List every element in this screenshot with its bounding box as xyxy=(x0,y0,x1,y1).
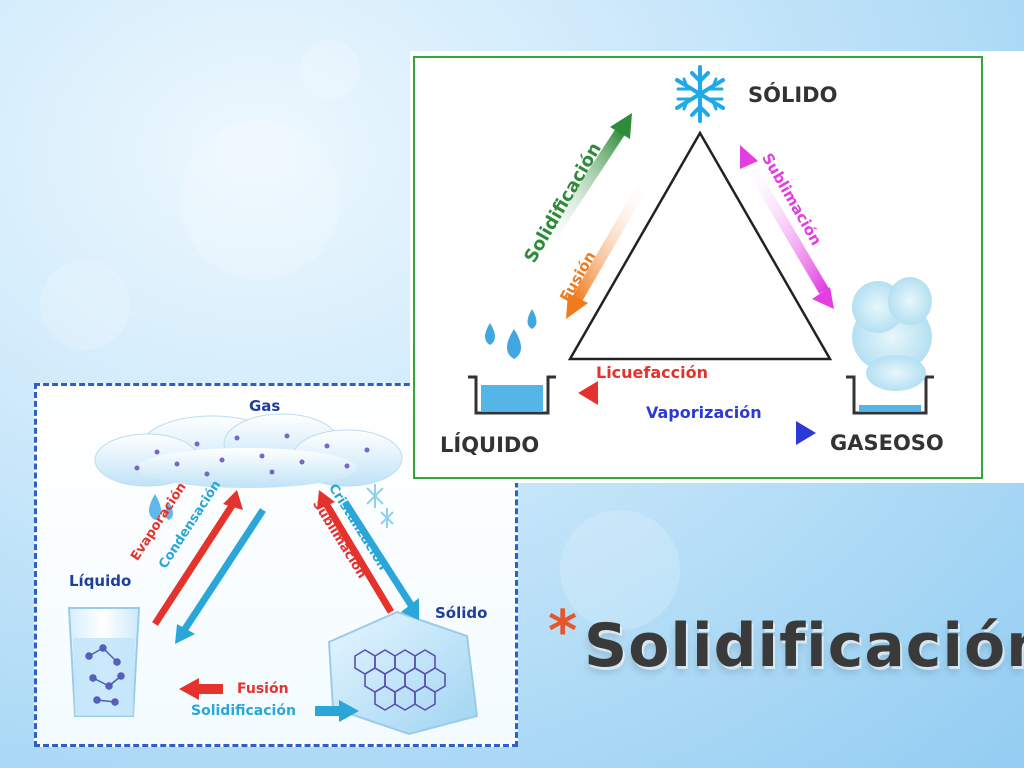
water-drops-icon xyxy=(149,494,173,520)
arrow-fusion xyxy=(566,174,653,319)
arrow-solidification xyxy=(315,700,359,722)
label-solid: SÓLIDO xyxy=(748,83,838,107)
container-icon xyxy=(468,375,556,415)
label-vaporization: Vaporización xyxy=(646,403,762,422)
steam-cloud-icon xyxy=(852,277,932,391)
label-solid: Sólido xyxy=(435,604,488,622)
label-gaseous: GASEOSO xyxy=(830,431,944,455)
title-text: Solidificación xyxy=(584,611,1024,681)
panel-a-illustration xyxy=(67,413,479,736)
label-liquefaction: Licuefacción xyxy=(596,363,708,382)
label-liquid: Líquido xyxy=(69,572,132,590)
arrow-liquefaction xyxy=(578,381,740,405)
arrow-fusion xyxy=(179,678,223,700)
arrow-solidification xyxy=(537,113,632,255)
panel-b-border xyxy=(413,56,983,479)
label-fusion: Fusión xyxy=(237,681,289,697)
title-bullet: * xyxy=(548,599,578,664)
arrow-vaporization xyxy=(646,421,816,445)
arrow-condensation xyxy=(175,508,266,644)
label-liquid: LÍQUIDO xyxy=(440,433,540,457)
label-solidification: Solidificación xyxy=(191,703,296,719)
label-gas: Gas xyxy=(249,397,281,415)
ice-block-icon xyxy=(327,610,479,736)
slide-title: * Solidificación xyxy=(548,598,1024,708)
arrow-sublimation xyxy=(342,500,419,620)
snowflake-icon xyxy=(366,484,394,528)
cloud-icon xyxy=(94,413,403,488)
glass-of-water-icon xyxy=(67,607,141,717)
phase-triangle xyxy=(567,130,833,361)
panel-phase-triangle: SÓLIDO LÍQUIDO GASEOSO Solidificación Fu… xyxy=(410,51,1024,483)
arrow-evaporation xyxy=(152,490,243,626)
arrow-crystallization xyxy=(317,490,395,614)
container-icon xyxy=(846,375,934,415)
panel-b-illustration xyxy=(468,65,934,445)
water-drops-icon xyxy=(485,309,537,359)
snowflake-icon xyxy=(675,65,725,123)
arrow-sublimation xyxy=(740,145,834,309)
